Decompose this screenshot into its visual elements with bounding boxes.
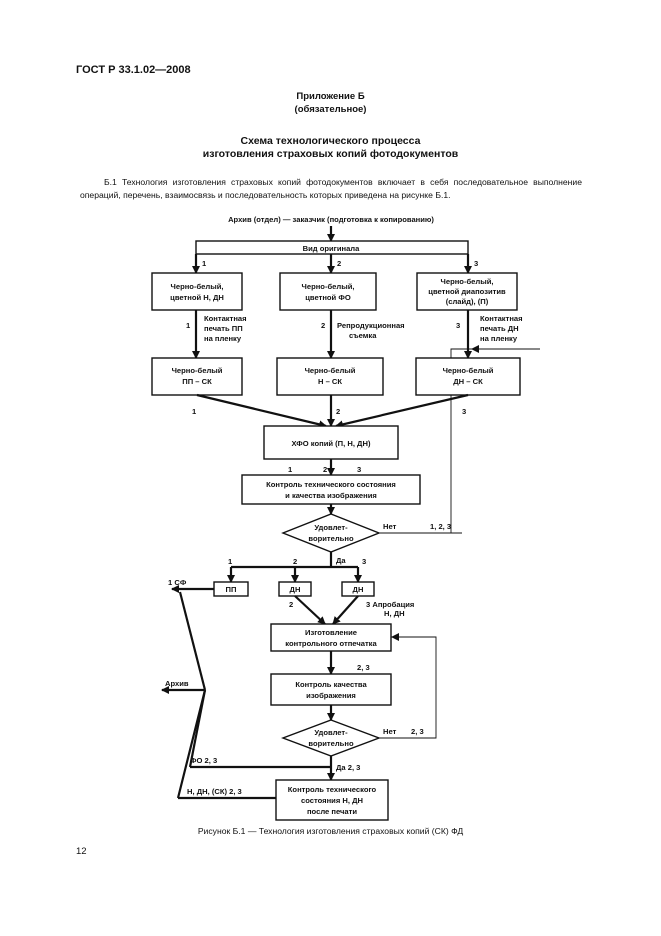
op-repro-line2: съемка [349,331,377,340]
original-bw-color-fo [279,272,377,311]
conv-3-num: 3 [462,407,466,416]
control-print-line2: контрольного отпечатка [285,639,377,648]
appendix-status: (обязательное) [294,104,367,115]
control-print-line1: Изготовление [305,628,357,637]
sk-dn-line2: ДН – СК [453,377,483,386]
op-contact-pp-line3: на пленку [204,334,242,343]
final-control-line1: Контроль технического [288,785,377,794]
appendix-title: Приложение Б [296,91,365,102]
original-bw-color-n-dn [151,272,243,311]
decision2-line1: Удовлет- [314,728,348,737]
print-out-23: 2, 3 [357,663,370,672]
branch-2-label: 2 [337,259,341,268]
decision-satisfactory-1 [281,513,381,553]
op-contact-pp-line1: Контактная [204,314,247,323]
yes-branch-2: 2 [293,557,297,566]
hfo-label: ХФО копий (П, Н, ДН) [292,439,371,448]
hfo-out-2: 2 [323,465,327,474]
op-contact-pp-line2: печать ПП [204,324,243,333]
approbation-line1: 3 Апробация [366,600,414,609]
op-1-num: 1 [186,321,191,330]
sk-pp-box [151,357,243,396]
sk-pp-line2: ПП – СК [182,377,212,386]
control-state-line2: и качества изображения [285,491,377,500]
section-title-line1: Схема технологического процесса [240,135,421,147]
original-type-label: Вид оригинала [303,244,360,253]
decision1-line2: ворительно [308,534,354,543]
dn-label-3: ДН [353,585,364,594]
intro-paragraph: Б.1 Технология изготовления страховых ко… [80,177,582,200]
n-dn-sk-label: Н, ДН, (СК) 2, 3 [187,787,242,796]
decision1-no: Нет [383,522,397,531]
page-number: 12 [76,846,87,857]
branch-3-label: 3 [474,259,478,268]
figure-caption: Рисунок Б.1 — Технология изготовления ст… [197,826,464,836]
quality-control-box [270,673,392,706]
original-n-dn-line2: цветной Н, ДН [170,293,224,302]
quality-control-line2: изображения [306,691,356,700]
op-repro-line1: Репродукционная [337,321,405,330]
decision2-line2: ворительно [308,739,354,748]
sk-n-line1: Черно-белый [305,366,356,375]
sk-dn-box [415,357,521,396]
control-print-box [270,623,392,652]
decision1-line1: Удовлет- [314,523,348,532]
decision1-yes: Да [336,556,346,565]
sk-n-line2: Н – СК [318,377,342,386]
original-slide-line3: (слайд), (П) [446,297,489,306]
hfo-out-1: 1 [288,465,293,474]
op-contact-dn-line1: Контактная [480,314,523,323]
op-contact-dn-line3: на пленку [480,334,518,343]
document-id: ГОСТ Р 33.1.02—2008 [76,64,191,76]
decision-satisfactory-2 [281,719,381,757]
conv-2-num: 2 [336,407,340,416]
original-slide-line1: Черно-белый, [441,277,494,286]
final-control-line2: состояния Н, ДН [301,796,363,805]
original-fo-line1: Черно-белый, [302,282,355,291]
decision2-loop: 2, 3 [411,727,424,736]
op-contact-dn-line2: печать ДН [480,324,519,333]
approbation-line2: Н, ДН [384,609,405,618]
flow-top-label: Архив (отдел) — заказчик (подготовка к к… [228,215,434,224]
yes-branch-1: 1 [228,557,233,566]
final-control-line3: после печати [307,807,357,816]
original-n-dn-line1: Черно-белый, [171,282,224,291]
archive-label: Архив [165,679,189,688]
original-fo-line2: цветной ФО [305,293,351,302]
quality-control-line1: Контроль качества [295,680,367,689]
op-3-num: 3 [456,321,460,330]
yes-branch-3: 3 [362,557,366,566]
hfo-out-3: 3 [357,465,361,474]
final-control-box [275,779,389,821]
sk-dn-line1: Черно-белый [443,366,494,375]
hfo-box [263,425,399,460]
sf1-label: 1 СФ [168,578,187,587]
pp-label: ПП [226,585,237,594]
dn-label-2: ДН [290,585,301,594]
decision2-no: Нет [383,727,397,736]
sk-pp-line1: Черно-белый [172,366,223,375]
decision1-loop: 1, 2, 3 [430,522,451,531]
conv-1-num: 1 [192,407,197,416]
original-slide-line2: цветной диапозитив [428,287,506,296]
section-title-line2: изготовления страховых копий фотодокумен… [202,148,459,160]
op-2-num: 2 [321,321,325,330]
conv2-2: 2 [289,600,293,609]
control-state-line1: Контроль технического состояния [266,480,396,489]
branch-1-label: 1 [202,259,207,268]
decision2-yes: Да 2, 3 [336,763,360,772]
fo23-label: ФО 2, 3 [190,756,217,765]
